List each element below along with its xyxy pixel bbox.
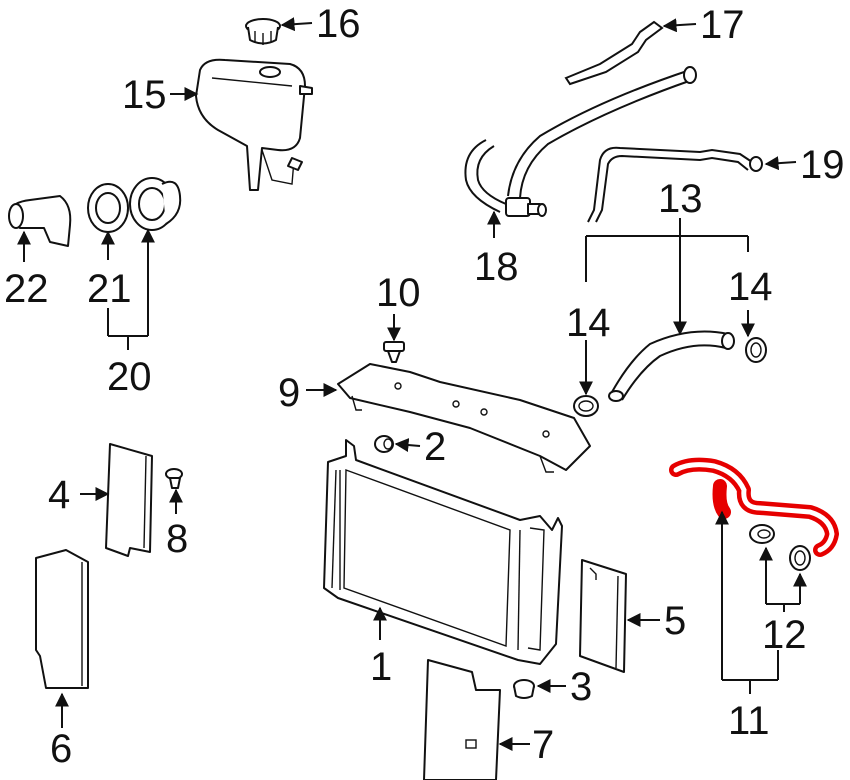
- callout-15: 15: [122, 73, 167, 117]
- callout-14-left: 14: [566, 301, 611, 345]
- part-7-air-deflector: [423, 659, 501, 780]
- callout-19: 19: [800, 143, 845, 187]
- part-6-side-baffle: [35, 549, 89, 689]
- leader-19: [764, 156, 797, 171]
- callout-21: 21: [87, 267, 132, 311]
- callout-9: 9: [278, 371, 300, 415]
- part-2-grommet: [374, 435, 394, 453]
- callout-22: 22: [4, 267, 49, 311]
- part-20-thermostat: [129, 177, 182, 231]
- part-13-upper-hose: [608, 330, 735, 402]
- part-15-coolant-reservoir: [195, 58, 313, 191]
- callout-16: 16: [316, 2, 361, 46]
- callout-8: 8: [166, 517, 188, 561]
- callout-3: 3: [570, 665, 592, 709]
- part-4-side-seal: [105, 443, 153, 557]
- callout-17: 17: [700, 3, 745, 47]
- callout-18: 18: [474, 245, 519, 289]
- part-3-grommet: [513, 679, 535, 699]
- part-17-hose: [564, 20, 664, 86]
- part-14-hose-clamp-left: [573, 395, 599, 417]
- part-5-side-seal: [579, 559, 627, 673]
- callout-1: 1: [370, 645, 392, 689]
- part-8-push-pin: [165, 468, 183, 489]
- callout-10: 10: [376, 271, 421, 315]
- part-19-bypass-hose: [587, 146, 763, 223]
- part-18-heater-hose: [464, 66, 697, 217]
- callout-6: 6: [50, 727, 72, 771]
- part-16-reservoir-cap: [245, 18, 281, 45]
- callout-2: 2: [424, 425, 446, 469]
- callout-14-right: 14: [728, 265, 773, 309]
- callout-12: 12: [762, 613, 807, 657]
- callout-20: 20: [107, 355, 152, 399]
- callout-4: 4: [48, 473, 70, 517]
- part-9-upper-baffle: [337, 363, 591, 473]
- part-12-hose-clamp-upper: [749, 524, 775, 544]
- leader-2: [394, 438, 421, 453]
- callout-5: 5: [664, 599, 686, 643]
- part-11-lower-radiator-hose: [669, 457, 839, 557]
- part-12-hose-clamp-lower: [789, 545, 811, 571]
- part-14-hose-clamp-right: [745, 337, 767, 363]
- leader-16: [280, 17, 313, 32]
- part-21-gasket: [87, 183, 129, 233]
- part-10-clip: [383, 341, 405, 363]
- part-22-water-outlet: [8, 195, 72, 247]
- callout-13: 13: [658, 177, 703, 221]
- callout-11: 11: [728, 699, 770, 743]
- part-1-radiator: [323, 439, 563, 665]
- leader-17: [662, 18, 697, 33]
- callout-7: 7: [532, 723, 554, 767]
